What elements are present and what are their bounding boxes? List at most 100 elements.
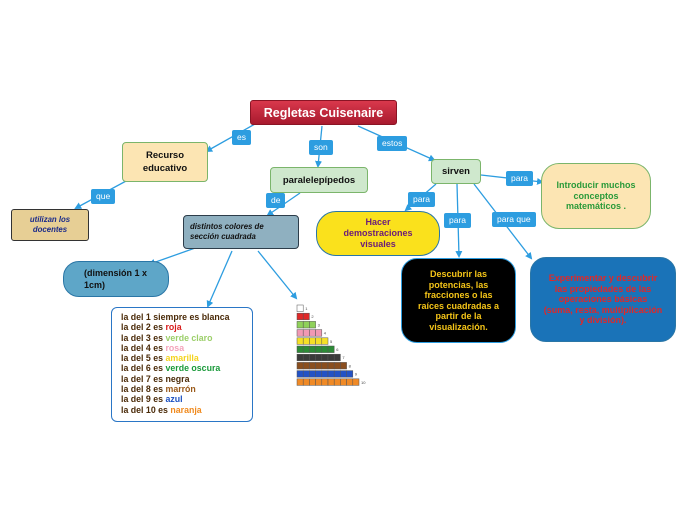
- rod-cube: [327, 370, 335, 378]
- rod-cube: [296, 378, 304, 386]
- rod-cube: [315, 378, 323, 386]
- rod-cube: [352, 378, 360, 386]
- legend-row-prefix: la del 9 es: [121, 394, 166, 405]
- experimentar-text: Experimentar y descubrir las propiedades…: [543, 273, 663, 326]
- title-node[interactable]: Regletas Cuisenaire: [250, 100, 397, 125]
- rod-cube: [333, 353, 341, 362]
- legend-row-prefix: la del 8 es: [121, 384, 166, 395]
- sirven-text: sirven: [442, 166, 470, 177]
- legend-row-color-word: negra: [165, 373, 190, 384]
- legend-row-prefix: la del 5 es: [121, 353, 166, 364]
- legend-row: la del 9 es azul: [121, 394, 252, 404]
- legend-row-color-word: azul: [165, 394, 183, 405]
- rod-cube: [302, 370, 310, 378]
- paralelepipedos-node[interactable]: paralelepípedos: [270, 167, 368, 193]
- dimension-node[interactable]: (dimensión 1 x 1cm): [63, 261, 169, 297]
- legend-row-color-word: naranja: [170, 404, 202, 415]
- legend-row: la del 6 es verde oscura: [121, 363, 252, 373]
- link-label-es: es: [232, 130, 251, 145]
- rod-3: 3: [296, 321, 321, 329]
- rod-cube: [296, 337, 304, 345]
- dimension-text: (dimensión 1 x 1cm): [84, 268, 148, 290]
- link-label-son: son: [309, 140, 333, 155]
- demostraciones-node[interactable]: Hacer demostraciones visuales: [316, 211, 440, 256]
- rod-cube: [321, 370, 329, 378]
- rod-6: 6: [296, 345, 339, 353]
- introducir-node[interactable]: Introducir muchos conceptos matemáticos …: [541, 163, 651, 229]
- rod-cube: [327, 353, 335, 362]
- legend-row-color-word: roja: [165, 322, 182, 333]
- link-label-para-que: para que: [492, 212, 536, 227]
- rod-cube: [309, 378, 316, 386]
- rod-cube: [302, 345, 310, 353]
- rod-number: 4: [324, 331, 327, 336]
- legend-row-prefix: la del 7 es: [121, 373, 166, 384]
- legend-row: la del 7 es negra: [121, 374, 252, 384]
- rod-number: 3: [318, 322, 321, 327]
- legend-row: la del 5 es amarilla: [121, 353, 252, 363]
- potencias-node[interactable]: Descubrir las potencias, las fracciones …: [401, 258, 516, 343]
- title-text: Regletas Cuisenaire: [263, 105, 384, 120]
- rod-cube: [302, 329, 310, 337]
- rod-4: 4: [296, 329, 327, 337]
- rod-cube: [340, 362, 347, 370]
- rod-cube: [309, 362, 316, 370]
- legend-row-prefix: la del 10 es: [121, 404, 171, 415]
- legend-row-prefix: la del 2 es: [121, 322, 166, 333]
- experimentar-node[interactable]: Experimentar y descubrir las propiedades…: [530, 257, 676, 342]
- colores-text: distintos colores de sección cuadrada: [190, 222, 264, 241]
- rod-cube: [296, 329, 304, 337]
- rod-cube: [302, 362, 310, 370]
- sirven-node[interactable]: sirven: [431, 159, 481, 184]
- rod-cube: [333, 378, 341, 386]
- rod-cube: [327, 362, 335, 370]
- rod-cube: [340, 378, 347, 386]
- rod-5: 5: [296, 337, 333, 345]
- demostraciones-text: Hacer demostraciones visuales: [343, 217, 413, 249]
- legend-row: la del 8 es marrón: [121, 384, 252, 394]
- rod-cube: [296, 312, 304, 321]
- rod-cube: [309, 353, 316, 362]
- link-label-para-2: para: [444, 213, 472, 228]
- rod-cube: [296, 353, 304, 362]
- rod-cube: [309, 321, 316, 329]
- rod-cube: [315, 329, 323, 337]
- legend-row: la del 2 es roja: [121, 322, 252, 332]
- rod-cube: [315, 370, 323, 378]
- rod-1: 1: [296, 304, 308, 312]
- recurso-node[interactable]: Recurso educativo: [122, 142, 208, 182]
- colores-node[interactable]: distintos colores de sección cuadrada: [183, 215, 299, 249]
- legend-row-prefix: la del 3 es: [121, 332, 166, 343]
- rod-cube: [302, 312, 310, 321]
- link-label-para-1: para: [408, 192, 436, 207]
- legend-row-color-word: amarilla: [165, 353, 199, 364]
- introducir-text: Introducir muchos conceptos matemáticos …: [556, 180, 636, 212]
- rod-cube: [321, 345, 329, 353]
- rod-cube: [302, 353, 310, 362]
- rod-cube: [309, 329, 316, 337]
- rod-cube: [296, 370, 304, 378]
- rod-number: 7: [342, 355, 345, 360]
- rod-9: 9: [296, 370, 358, 378]
- potencias-text: Descubrir las potencias, las fracciones …: [417, 269, 500, 332]
- paralelepipedos-text: paralelepípedos: [282, 174, 356, 186]
- rod-10: 10: [296, 378, 366, 386]
- link-label-que: que: [91, 189, 116, 204]
- rod-cube: [302, 321, 310, 329]
- rod-cube: [333, 362, 341, 370]
- legend-row-color-word: blanca: [201, 312, 230, 322]
- rod-cube: [296, 321, 304, 329]
- rod-cube: [346, 378, 354, 386]
- rod-cube: [327, 378, 335, 386]
- rod-cube: [296, 304, 304, 312]
- utilizan-node[interactable]: utilizan los docentes: [11, 209, 89, 241]
- legend-row-color-word: verde claro: [165, 332, 213, 343]
- rod-cube: [315, 362, 323, 370]
- legend-row-color-word: rosa: [165, 342, 185, 353]
- rod-cube: [321, 362, 329, 370]
- rod-cube: [315, 345, 323, 353]
- rod-cube: [309, 337, 316, 345]
- rod-number: 8: [349, 363, 352, 368]
